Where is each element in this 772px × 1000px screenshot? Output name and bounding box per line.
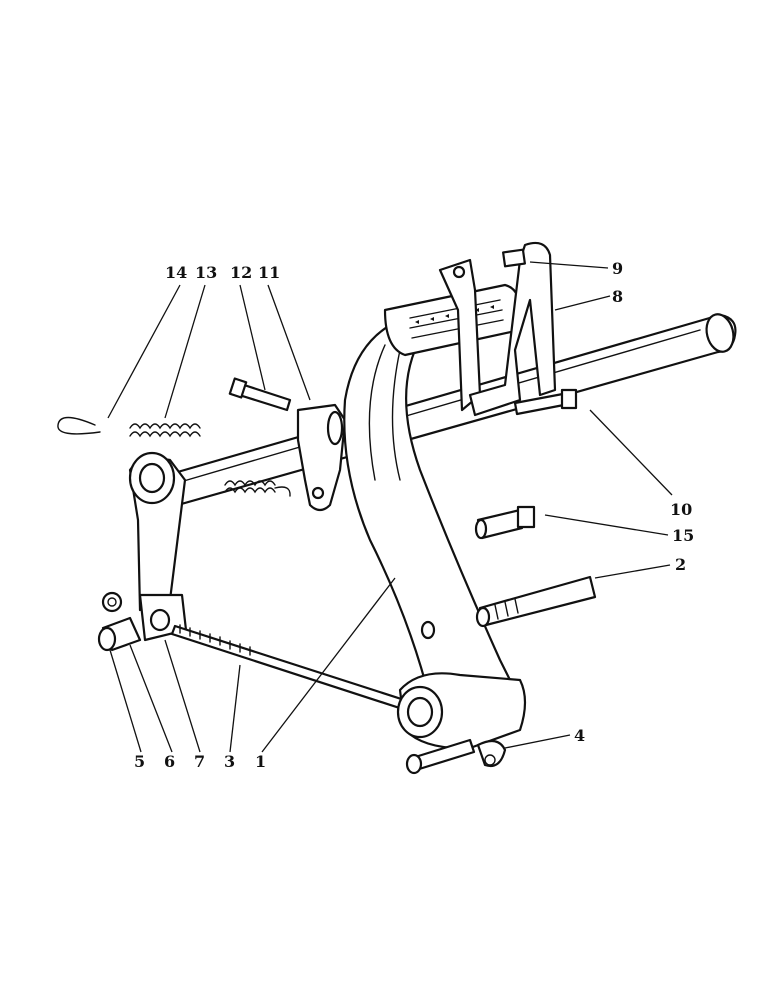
nut-9 (502, 248, 526, 268)
callout-14: 14 (165, 263, 187, 282)
callout-4: 4 (574, 726, 585, 745)
left-lever-arm (128, 451, 188, 642)
callout-13: 13 (195, 263, 217, 282)
callout-9: 9 (612, 259, 623, 278)
callout-5: 5 (134, 752, 145, 771)
leader-lines (107, 261, 673, 753)
callout-3: 3 (224, 752, 235, 771)
callout-11: 11 (258, 263, 280, 282)
clevis-pin (97, 591, 142, 652)
callout-2: 2 (675, 555, 686, 574)
bolt-10 (513, 388, 578, 416)
pivot-pin (405, 738, 507, 775)
callout-15: 15 (672, 526, 694, 545)
callout-labels: 14 13 12 11 9 8 10 15 2 4 5 6 7 3 1 (134, 259, 694, 771)
callout-7: 7 (194, 752, 205, 771)
threaded-rod (170, 624, 422, 716)
threaded-stud (474, 505, 536, 540)
bolt-12 (228, 377, 292, 412)
callout-12: 12 (230, 263, 252, 282)
return-spring (129, 423, 291, 497)
stop-bolt (475, 575, 597, 628)
spring-clip (57, 416, 101, 435)
cross-shaft (148, 313, 737, 512)
pedal-lever (343, 318, 527, 750)
right-lever (468, 241, 557, 417)
shaft-bracket (296, 403, 347, 512)
callout-1: 1 (255, 752, 266, 771)
callout-10: 10 (670, 500, 692, 519)
callout-8: 8 (612, 287, 623, 306)
callout-6: 6 (164, 752, 175, 771)
